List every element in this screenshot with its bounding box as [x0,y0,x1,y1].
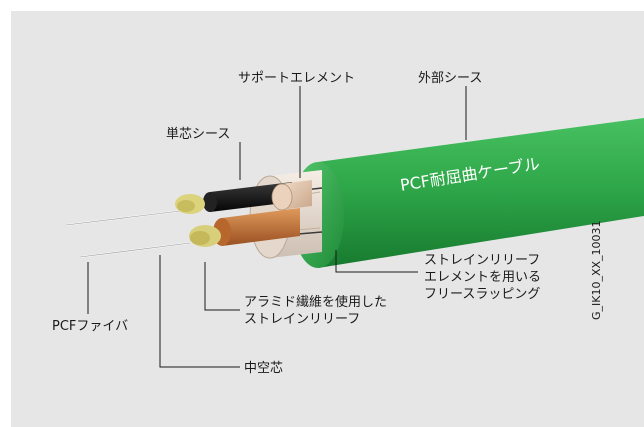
label-aramid-strain-relief: アラミド繊維を使用した ストレインリリーフ [244,294,387,328]
figure-code: G_IK10_XX_10031 [590,220,603,320]
label-outer-sheath: 外部シース [418,71,483,86]
pcf-fiber-lines [65,210,191,258]
label-single-core-sheath: 単芯シース [166,127,231,142]
label-strain-relief-line1: ストレインリリーフ [424,253,541,268]
support-element-shape [271,180,312,211]
leader-lines [87,86,467,368]
label-support-element: サポートエレメント [238,71,356,86]
label-strain-relief-line2: エレメントを用いる [424,270,542,285]
label-hollow-core: 中空芯 [244,361,284,376]
label-pcf-fiber: PCFファイバ [52,319,129,334]
label-strain-relief-line3: フリースラッピング [424,287,541,302]
label-aramid-line2: ストレインリリーフ [244,312,361,327]
single-core-sheath-shape [203,182,292,212]
label-strain-relief-element: ストレインリリーフ エレメントを用いる フリースラッピング [424,252,541,303]
aramid-yarn-shape [175,194,221,247]
label-aramid-line1: アラミド繊維を使用した [244,295,388,310]
